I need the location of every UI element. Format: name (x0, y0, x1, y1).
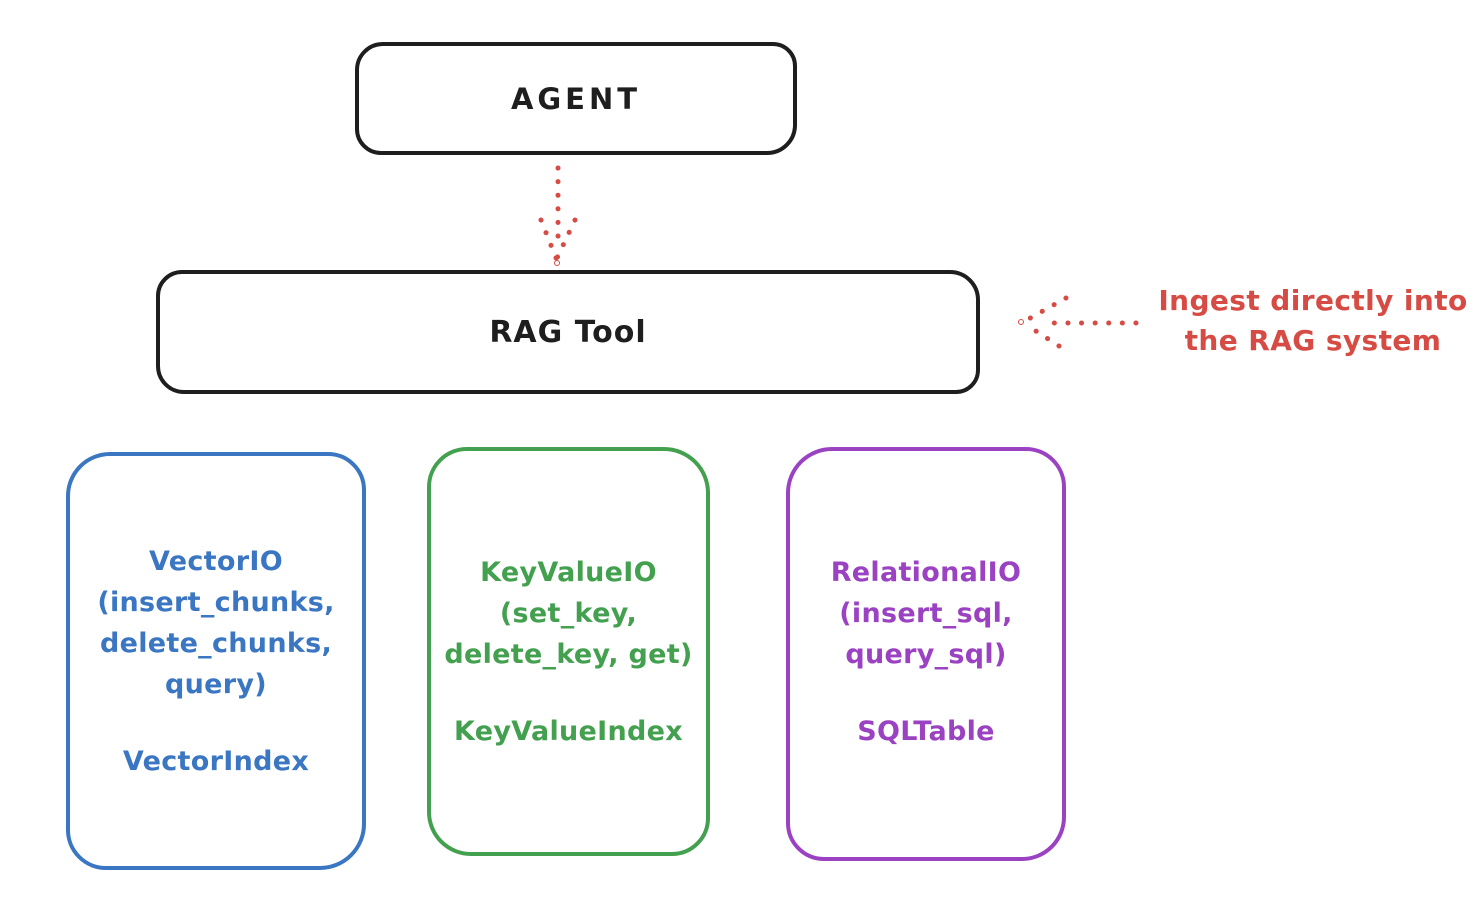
ingest-annotation-line2: the RAG system (1184, 324, 1442, 357)
io-title-line: VectorIO (149, 546, 283, 577)
io-title-line: (set_key, (499, 598, 638, 629)
keyvalue-io-text: KeyValueIO (set_key, delete_key, get) Ke… (431, 451, 706, 752)
arrow-head-upper (1022, 295, 1069, 324)
vector-io-text: VectorIO (insert_chunks, delete_chunks, … (70, 456, 362, 782)
io-title-line: RelationalIO (830, 557, 1022, 588)
io-index-label: SQLTable (857, 716, 995, 747)
io-title-line: delete_chunks, (99, 628, 333, 659)
arrow-head-left (538, 217, 559, 261)
agent-label: AGENT (510, 81, 642, 116)
relational-io-box: RelationalIO (insert_sql, query_sql) SQL… (786, 447, 1066, 861)
ingest-arrow (1018, 295, 1139, 349)
rag-tool-box: RAG Tool (156, 270, 980, 394)
io-title-line: query) (165, 669, 267, 700)
io-title-line: (insert_sql, (839, 598, 1013, 629)
io-title-line: query_sql) (845, 639, 1007, 670)
arrow-tip-dot (1018, 319, 1024, 325)
io-title-line: delete_key, get) (444, 639, 693, 670)
agent-to-rag-arrow (538, 165, 578, 266)
rag-tool-label: RAG Tool (489, 314, 647, 350)
arrow-tip-dot (554, 260, 560, 266)
agent-box: AGENT (355, 42, 797, 155)
ingest-annotation: Ingest directly into the RAG system (1142, 281, 1484, 361)
arrow-head-lower (1022, 321, 1062, 349)
io-title-line: (insert_chunks, (97, 587, 335, 618)
arrow-head-right (554, 217, 578, 261)
io-index-label: KeyValueIndex (453, 716, 683, 747)
relational-io-text: RelationalIO (insert_sql, query_sql) SQL… (790, 451, 1062, 752)
keyvalue-io-box: KeyValueIO (set_key, delete_key, get) Ke… (427, 447, 710, 856)
ingest-annotation-line1: Ingest directly into (1158, 284, 1468, 317)
io-index-label: VectorIndex (122, 746, 310, 777)
io-title-line: KeyValueIO (480, 557, 657, 588)
vector-io-box: VectorIO (insert_chunks, delete_chunks, … (66, 452, 366, 870)
